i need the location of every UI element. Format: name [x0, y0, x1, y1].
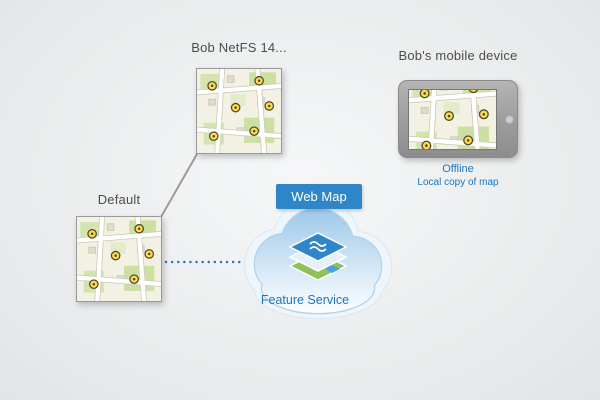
map-thumbnail-default [76, 216, 162, 302]
bob-netfs-label: Bob NetFS 14... [191, 40, 287, 55]
local-copy-label: Local copy of map [417, 177, 499, 188]
default-version-label: Default [97, 192, 141, 207]
tablet-device [398, 80, 518, 158]
feature-service-layers-icon [288, 232, 348, 281]
tablet-screen [408, 89, 497, 150]
offline-status-label: Offline [442, 163, 474, 175]
connector-bob-to-default [160, 153, 198, 218]
feature-service-label: Feature Service [260, 293, 350, 307]
tablet-camera-icon [505, 115, 514, 124]
web-map-badge: Web Map [276, 184, 362, 209]
map-thumbnail-bob-netfs [196, 68, 282, 154]
mobile-device-label: Bob's mobile device [398, 48, 518, 63]
